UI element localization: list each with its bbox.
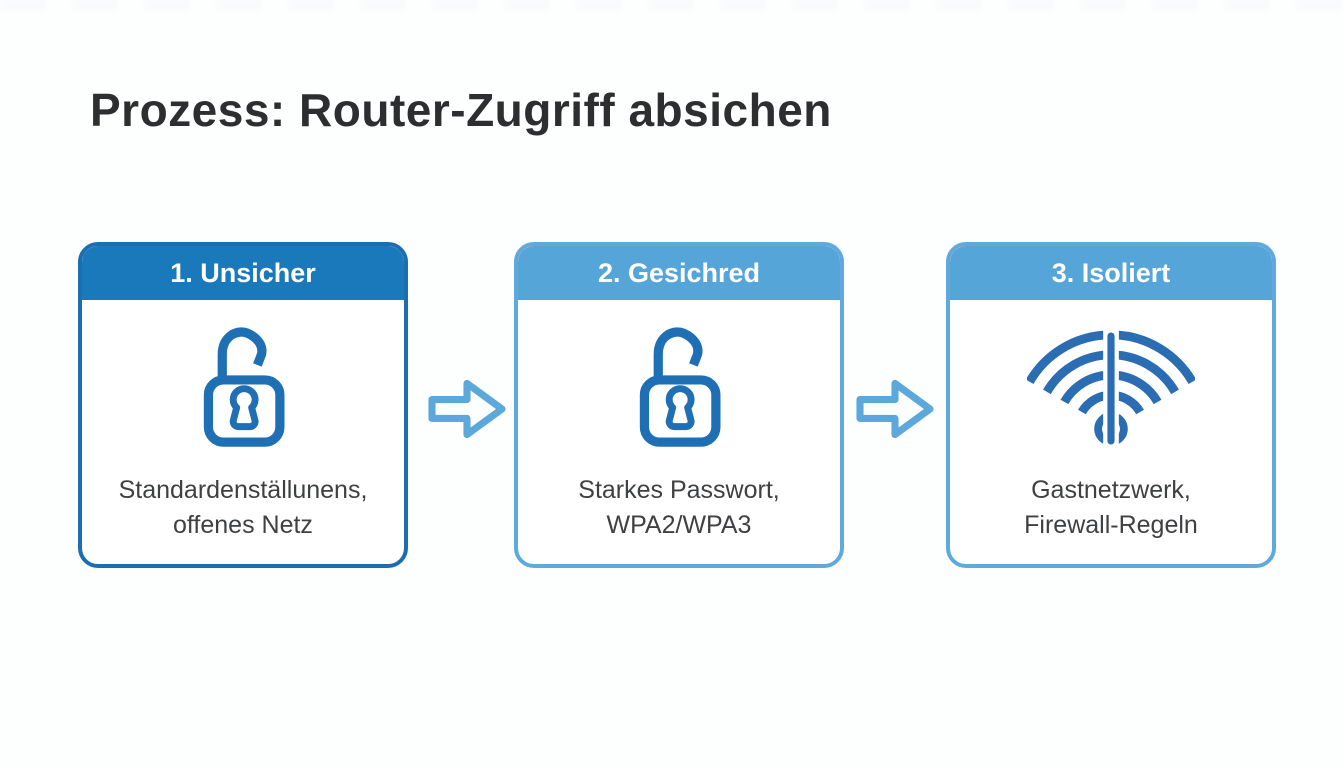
step-3-header-label: 3. Isoliert [1051,257,1171,288]
step-2-caption-line1: Starkes Passwort, [578,476,780,504]
step-1-header-label: 1. Unsicher [170,257,316,288]
step-1-caption: Standardenställunens, offenes Netz [119,473,368,543]
step-card-unsicher: 1. Unsicher Standardenställunens, offene… [78,242,408,568]
step-card-gesichred: 2. Gesichred Starkes Passwort, WPA2/WPA3 [514,242,844,568]
step-2-body: Starkes Passwort, WPA2/WPA3 [518,303,840,543]
step-2-caption: Starkes Passwort, WPA2/WPA3 [578,473,779,543]
step-card-isoliert: 3. Isoliert Gastnetzwerk, Fi [946,242,1276,568]
open-padlock-icon [619,303,739,473]
step-3-caption: Gastnetzwerk, Firewall-Regeln [1024,473,1198,543]
step-2-header: 2. Gesichred [518,246,840,303]
page-title: Prozess: Router-Zugriff absichen [90,84,832,136]
step-3-body: Gastnetzwerk, Firewall-Regeln [950,303,1272,543]
top-edge-artifact [0,0,1344,10]
step-2-caption-line2: WPA2/WPA3 [606,511,752,539]
split-wifi-icon [1027,303,1195,473]
step-1-header: 1. Unsicher [82,246,404,303]
step-1-caption-line1: Standardenställunens, [118,476,368,504]
step-1-caption-line2: offenes Netz [173,511,313,539]
arrow-right-icon [424,374,510,444]
step-2-header-label: 2. Gesichred [597,257,761,288]
step-3-caption-line1: Gastnetzwerk, [1031,476,1191,504]
step-3-header: 3. Isoliert [950,246,1272,303]
arrow-right-icon [852,374,938,444]
step-3-caption-line2: Firewall-Regeln [1024,511,1198,539]
open-padlock-icon [183,303,303,473]
step-1-body: Standardenställunens, offenes Netz [82,303,404,543]
